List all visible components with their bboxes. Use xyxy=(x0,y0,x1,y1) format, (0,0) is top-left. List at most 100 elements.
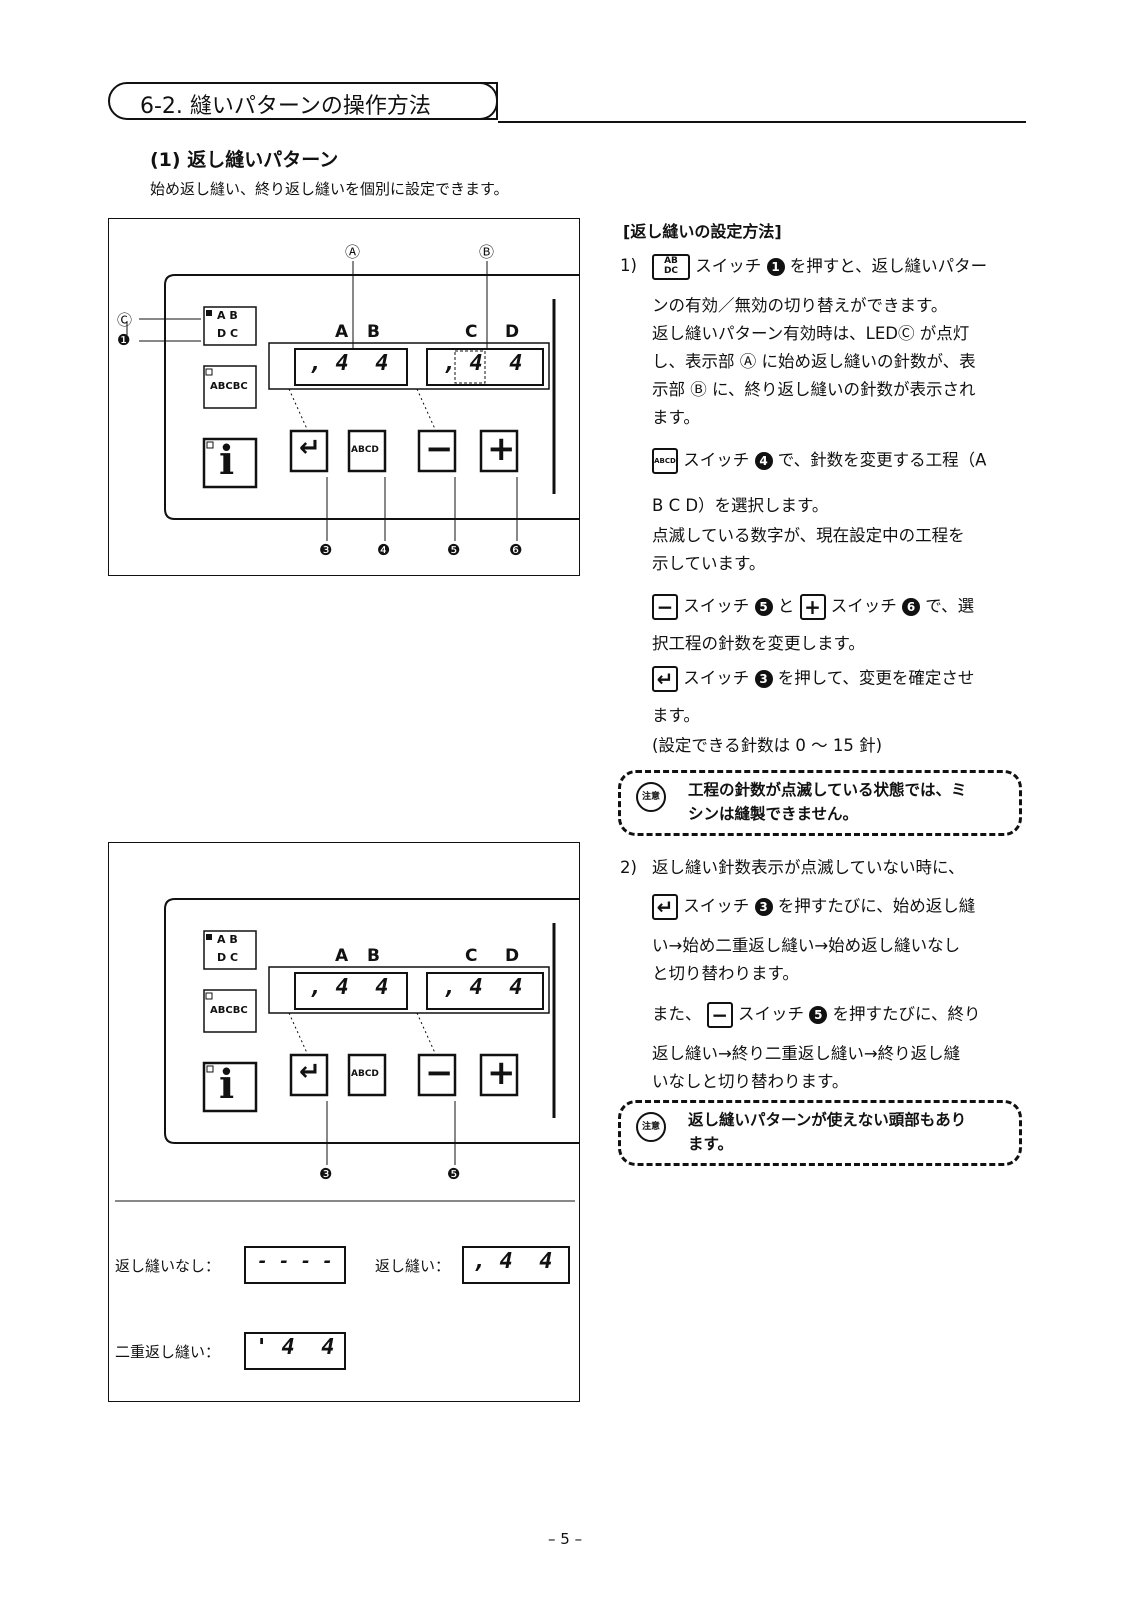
label-d: D xyxy=(505,322,520,342)
multi-switch-1[interactable] xyxy=(203,365,257,409)
legend-double-label: 二重返し縫い： xyxy=(115,1343,221,1361)
info-icon-2: i xyxy=(219,1061,235,1108)
multi-switch-2[interactable] xyxy=(203,989,257,1033)
num-3-icon: 3 xyxy=(754,670,773,688)
callout-4: ❹ xyxy=(377,541,391,559)
step2-l5b: スイッチ xyxy=(738,1004,804,1024)
callout-a: Ⓐ xyxy=(345,243,361,261)
step2-l6: 返し縫い→終り二重返し縫い→終り返し縫 xyxy=(652,1044,961,1063)
note2-l1: 返し縫いパターンが使えない頭部もあり xyxy=(688,1111,967,1129)
key-multi-label: ABCBC xyxy=(210,381,248,392)
backtack-switch-1[interactable] xyxy=(203,306,257,346)
callout-b: Ⓑ xyxy=(479,243,495,261)
step1-l12: 択工程の針数を変更します。 xyxy=(652,634,865,653)
minus-switch-2[interactable] xyxy=(417,1053,457,1097)
step1-l2: ンの有効／無効の切り替えができます。 xyxy=(652,296,948,315)
abcd-icon-2: ABCD xyxy=(351,1069,379,1079)
figure-panel-1: Ⓐ Ⓑ Ⓒ ❶ A B D C ABCBC i A B C D , 4 4 , … xyxy=(108,218,580,576)
step1-l11b: と xyxy=(777,596,795,616)
step2-l5a: また、 xyxy=(652,1004,702,1024)
abcd-switch-1[interactable] xyxy=(347,429,387,473)
legend-double-display xyxy=(244,1332,346,1370)
panel-diagram-1 xyxy=(126,261,579,541)
step1-l15: (設定できる針数は 0 ～ 15 針) xyxy=(652,736,883,755)
step1-l9: 点滅している数字が、現在設定中の工程を xyxy=(652,526,965,545)
display-left-value-2: , 4 4 xyxy=(309,975,389,1000)
step2-l1: 返し縫い針数表示が点滅していない時に、 xyxy=(652,858,965,877)
enter-icon: ↵ xyxy=(299,433,321,463)
section-title-frame xyxy=(108,82,498,120)
step1-line11: − スイッチ 5 と + スイッチ 6 で、選 xyxy=(652,594,974,620)
plus-switch-1[interactable] xyxy=(479,429,519,473)
step1-l11d: で、選 xyxy=(925,596,975,616)
note1-l1: 工程の針数が点滅している状態では、ミ xyxy=(688,781,967,799)
callout-1: ❶ xyxy=(117,331,131,349)
enter-switch-icon-2: ↵ xyxy=(652,894,678,920)
enter-switch-icon: ↵ xyxy=(652,666,678,692)
legend-back-value: , 4 4 xyxy=(473,1249,553,1274)
step1-l8: B C D）を選択します。 xyxy=(652,496,829,515)
callout-6: ❻ xyxy=(509,541,523,559)
step1-l14: ます。 xyxy=(652,706,700,725)
enter-switch-2[interactable] xyxy=(289,1053,329,1097)
display-right-value: , 4 4 xyxy=(443,351,523,376)
enter-icon-2: ↵ xyxy=(299,1057,321,1087)
page-number: – 5 – xyxy=(548,1530,583,1548)
step1-line7: ABCD スイッチ 4 で、針数を変更する工程（A xyxy=(652,448,986,474)
abcd-switch-2[interactable] xyxy=(347,1053,387,1097)
step2-l3: い→始め二重返し縫い→始め返し縫いなし xyxy=(652,936,961,955)
step2-marker: 2) xyxy=(620,858,637,877)
backtack-switch-2[interactable] xyxy=(203,930,257,970)
step1-l7: スイッチ xyxy=(683,450,750,470)
panel-diagram-2 xyxy=(115,898,579,1370)
num-4-icon: 4 xyxy=(754,452,773,470)
step2-line2: ↵ スイッチ 3 を押すたびに、始め返し縫 xyxy=(652,894,975,920)
label-a-2: A xyxy=(335,946,349,966)
step1-l10: 示しています。 xyxy=(652,554,766,573)
abcd-switch-icon: ABCD xyxy=(652,448,678,474)
legend-back-label: 返し縫い： xyxy=(375,1257,451,1275)
key-multi-label-2: ABCBC xyxy=(210,1005,248,1016)
label-a: A xyxy=(335,322,349,342)
info-icon: i xyxy=(219,437,235,484)
label-d-2: D xyxy=(505,946,520,966)
plus-switch-icon: + xyxy=(799,594,826,620)
section-rule xyxy=(498,121,1026,123)
note-box-2 xyxy=(618,1100,1022,1166)
figure-panel-2: A B D C ABCBC i A B C D , 4 4 , 4 4 ↵ AB… xyxy=(108,842,580,1402)
display-left-1 xyxy=(294,348,408,386)
display-right-2 xyxy=(426,972,544,1010)
step1-l13b: を押して、変更を確定させ xyxy=(777,668,975,688)
minus-switch-icon-2: − xyxy=(706,1002,733,1028)
abcd-icon: ABCD xyxy=(351,445,379,455)
label-c: C xyxy=(465,322,478,342)
step1-l6: ます。 xyxy=(652,408,700,427)
callout-3-fig2: ❸ xyxy=(319,1165,333,1183)
legend-back-display xyxy=(462,1246,570,1284)
legend-none-display xyxy=(244,1246,346,1284)
step2-line5: また、 − スイッチ 5 を押すたびに、終り xyxy=(652,1002,981,1028)
display-left-2 xyxy=(294,972,408,1010)
plus-switch-2[interactable] xyxy=(479,1053,519,1097)
step1-l4: し、表示部 Ⓐ に始め返し縫いの針数が、表 xyxy=(652,352,976,371)
section-title: 6-2. 縫いパターンの操作方法 xyxy=(140,94,431,119)
step1-l11c: スイッチ xyxy=(830,596,897,616)
caution-icon-2: 注意 xyxy=(636,1112,666,1142)
num-5-icon-2: 5 xyxy=(809,1006,828,1024)
caution-icon: 注意 xyxy=(636,782,666,812)
plus-icon-2: + xyxy=(487,1053,516,1093)
note2-l2: ます。 xyxy=(688,1135,733,1153)
label-b: B xyxy=(367,322,380,342)
minus-switch-icon: − xyxy=(652,594,678,620)
step2-l7: いなしと切り替わります。 xyxy=(652,1072,849,1091)
display-left-value: , 4 4 xyxy=(309,351,389,376)
enter-switch-1[interactable] xyxy=(289,429,329,473)
minus-switch-1[interactable] xyxy=(417,429,457,473)
step1-l1b: を押すと、返し縫いパター xyxy=(789,256,988,276)
num-5-icon: 5 xyxy=(754,598,773,616)
key-ab-label-2: A B xyxy=(217,933,238,946)
num-6-icon: 6 xyxy=(902,598,920,616)
subsection-intro: 始め返し縫い、終り返し縫いを個別に設定できます。 xyxy=(150,180,509,198)
